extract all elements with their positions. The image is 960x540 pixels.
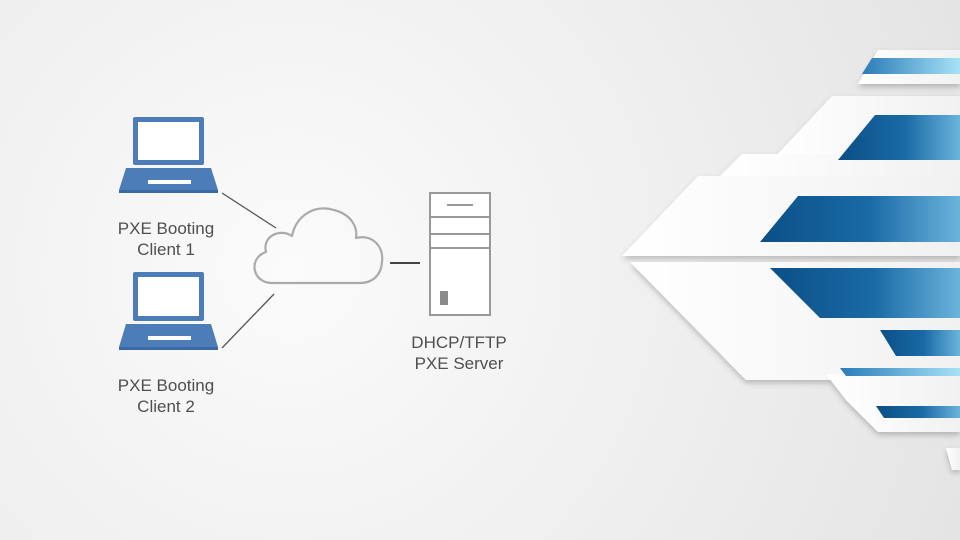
chevron-stripe (840, 368, 960, 376)
chevron-stripe (876, 406, 960, 418)
client2-label-line1: PXE Booting (117, 376, 215, 395)
server-label-line2: PXE Server (414, 354, 504, 373)
chevron-stripe (862, 58, 960, 74)
server-tower-icon (429, 192, 491, 316)
chevron-plate (826, 374, 960, 400)
laptop-icon (119, 117, 218, 193)
client2-label-line2: Client 2 (137, 397, 195, 416)
chevron-stripe (770, 268, 960, 318)
connector-client2-cloud (221, 293, 275, 349)
client2-label: PXE Booting Client 2 (96, 375, 236, 417)
chevron-stripe (760, 196, 960, 242)
chevron-stripe (838, 115, 960, 160)
client1-label-line2: Client 1 (137, 240, 195, 259)
client1-label-line1: PXE Booting (117, 219, 215, 238)
laptop-icon (119, 272, 218, 350)
chevron-plate (946, 448, 960, 470)
server-label: DHCP/TFTP PXE Server (384, 332, 534, 374)
connector-client1-cloud (221, 192, 277, 229)
chevron-stripe (880, 330, 960, 356)
server-label-line1: DHCP/TFTP (411, 333, 507, 352)
cloud-icon (253, 207, 384, 285)
client1-label: PXE Booting Client 1 (96, 218, 236, 260)
server-status-light (440, 291, 448, 305)
